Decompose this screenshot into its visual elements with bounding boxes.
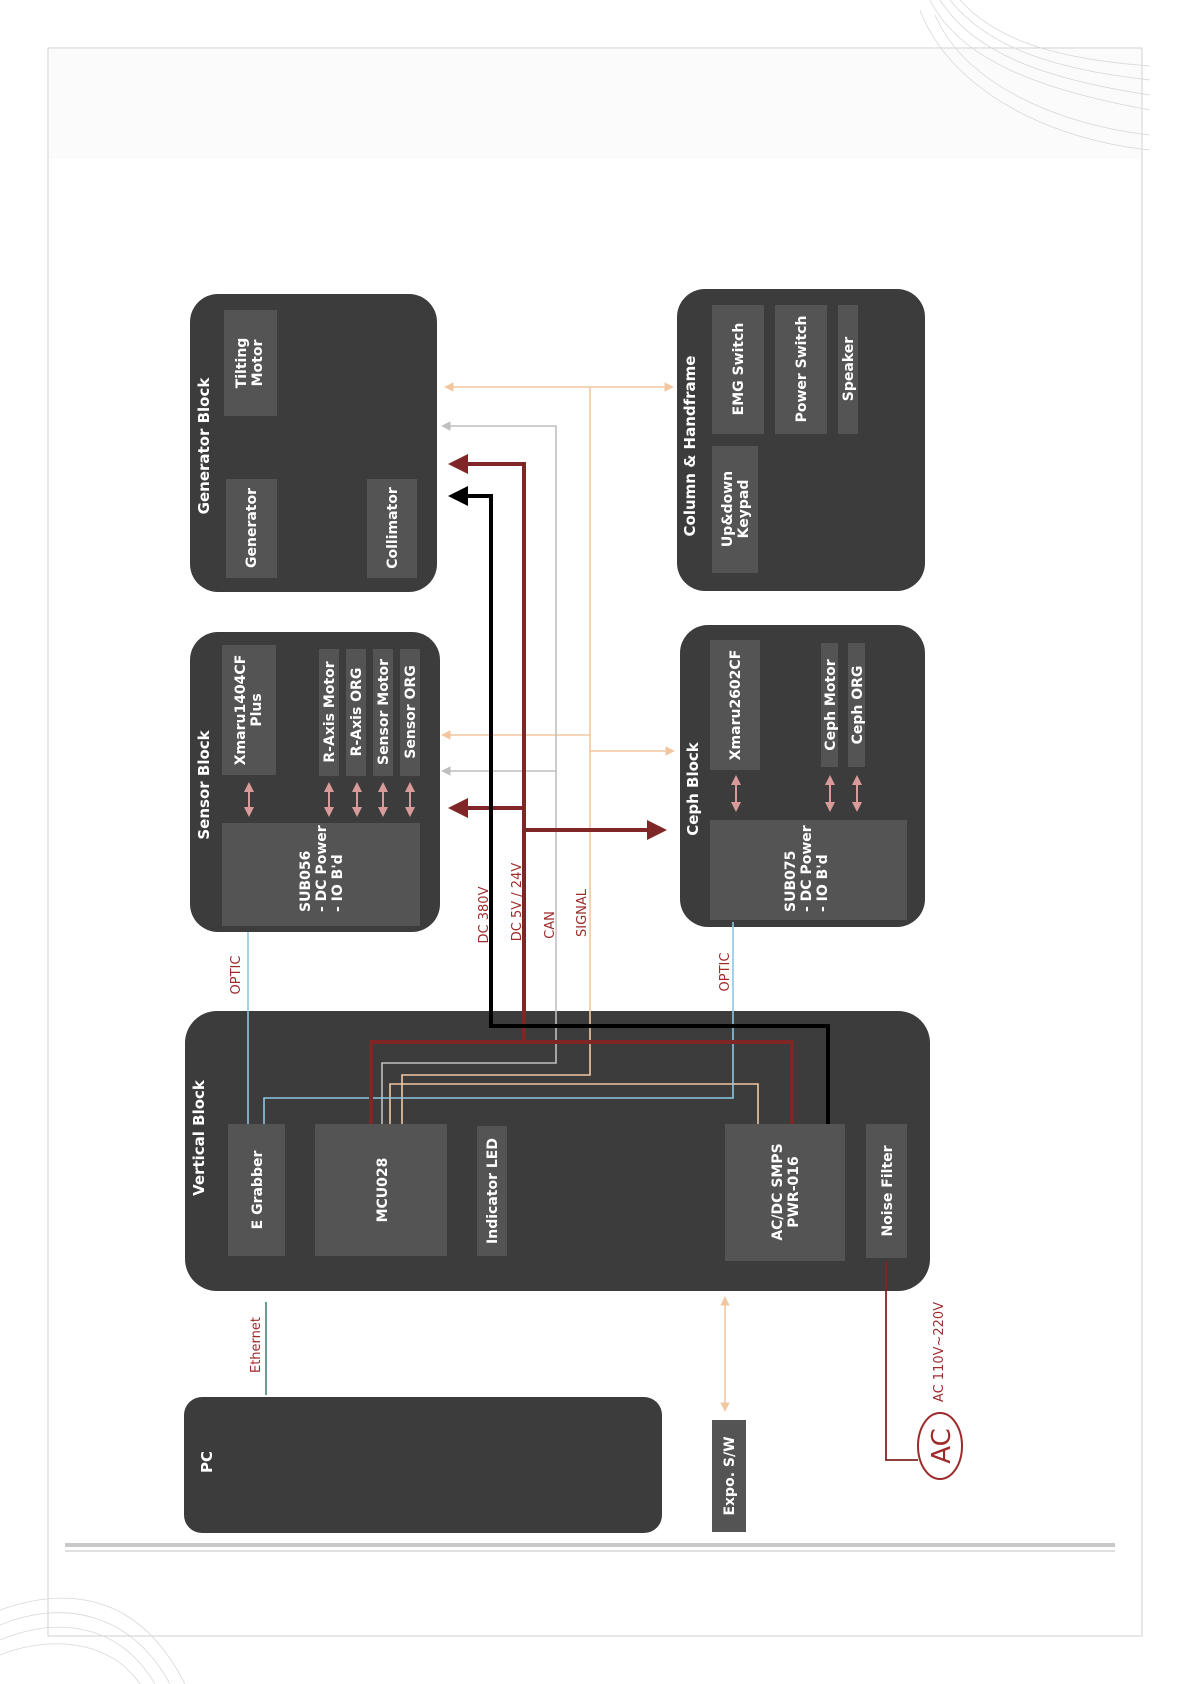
r-axis-motor-box xyxy=(319,649,339,776)
noise-filter-box xyxy=(866,1124,907,1258)
noise-filter-label: Noise Filter xyxy=(880,1145,896,1236)
sensor-motor-label: Sensor Motor xyxy=(376,659,392,765)
ceph-motor-box xyxy=(821,643,838,767)
ceph-motor-label: Ceph Motor xyxy=(823,659,839,750)
can-label: CAN xyxy=(543,911,558,939)
collimator-label: Collimator xyxy=(385,487,401,569)
vertical-block-title: Vertical Block xyxy=(190,1079,208,1196)
tilting-motor-box xyxy=(224,310,277,416)
optic-sensor-label: OPTIC xyxy=(229,956,244,995)
smps-label: AC/DC SMPSPWR-016 xyxy=(770,1143,802,1240)
mcu028-box xyxy=(315,1124,447,1256)
sub075-box xyxy=(710,820,907,920)
xmaru1404cf-box xyxy=(222,645,276,775)
signal-lines xyxy=(389,382,759,1412)
sensor-org-label: Sensor ORG xyxy=(403,665,419,758)
generator-block-title: Generator Block xyxy=(195,377,213,515)
tilting-motor-label: TiltingMotor xyxy=(234,338,266,389)
page-border xyxy=(47,47,1143,1637)
can-lines xyxy=(381,421,557,1124)
ac-source-circle xyxy=(917,1412,963,1480)
sensor-block-title: Sensor Block xyxy=(195,729,213,839)
indicator-led-label: Indicator LED xyxy=(485,1138,501,1244)
ac-source-label: AC xyxy=(927,1428,957,1463)
decorative-swirl-bottom xyxy=(0,1597,186,1684)
io-arrows xyxy=(244,775,862,817)
speaker-label: Speaker xyxy=(841,337,857,401)
pc-block xyxy=(184,1397,662,1533)
sensor-org-box xyxy=(400,649,420,776)
xmaru2602cf-label: Xmaru2602CF xyxy=(728,650,744,761)
optic-ceph-label: OPTIC xyxy=(718,953,733,992)
ac-dc-smps-box xyxy=(725,1124,845,1261)
collimator-box xyxy=(367,479,417,578)
emg-switch-box xyxy=(712,305,764,434)
ethernet-label: Ethernet xyxy=(249,1317,264,1373)
ac-power-line xyxy=(885,1261,918,1461)
sub075-label: SUB075- DC Power- IO B'd xyxy=(783,825,831,912)
speaker-box xyxy=(838,305,858,434)
ceph-block-title: Ceph Block xyxy=(684,741,702,836)
xmaru2602cf-box xyxy=(710,640,760,770)
e-grabber-label: E Grabber xyxy=(250,1151,266,1230)
emg-switch-label: EMG Switch xyxy=(731,323,747,416)
mcu028-label: MCU028 xyxy=(375,1158,391,1223)
decorative-swirl-top xyxy=(919,0,1151,151)
sensor-motor-box xyxy=(373,649,393,776)
sub056-box xyxy=(222,823,420,926)
e-grabber-box xyxy=(228,1124,285,1256)
keypad-label: Up&downKeypad xyxy=(720,471,752,547)
dc5v-24v-lines xyxy=(369,454,794,1124)
r-axis-org-box xyxy=(346,649,366,776)
optic-lines xyxy=(247,922,734,1124)
signal-label: SIGNAL xyxy=(575,888,590,937)
xmaru1404cf-label: Xmaru1404CFPlus xyxy=(233,655,265,766)
r-axis-motor-label: R-Axis Motor xyxy=(322,661,338,762)
column-block-title: Column & Handframe xyxy=(681,356,699,537)
expo-switch-box xyxy=(712,1420,746,1532)
generator-label: Generator xyxy=(244,488,260,568)
sub056-label: SUB056- DC Power- IO B'd xyxy=(298,825,346,912)
r-axis-org-label: R-Axis ORG xyxy=(349,668,365,757)
keypad-box xyxy=(712,446,758,573)
dc380v-line xyxy=(448,486,830,1124)
pc-block-title: PC xyxy=(198,1451,216,1473)
dc380v-label: DC 380V xyxy=(477,886,492,943)
power-switch-label: Power Switch xyxy=(794,316,810,423)
ceph-org-label: Ceph ORG xyxy=(850,666,866,745)
indicator-led-box xyxy=(477,1126,507,1256)
page-header-band xyxy=(49,49,1141,159)
ac-range-label: AC 110V~220V xyxy=(932,1302,947,1402)
ceph-org-box xyxy=(848,643,865,767)
power-switch-box xyxy=(775,305,827,434)
expo-switch-label: Expo. S/W xyxy=(722,1436,738,1515)
dc5v-label: DC 5V / 24V xyxy=(510,863,525,942)
generator-box xyxy=(226,479,277,578)
